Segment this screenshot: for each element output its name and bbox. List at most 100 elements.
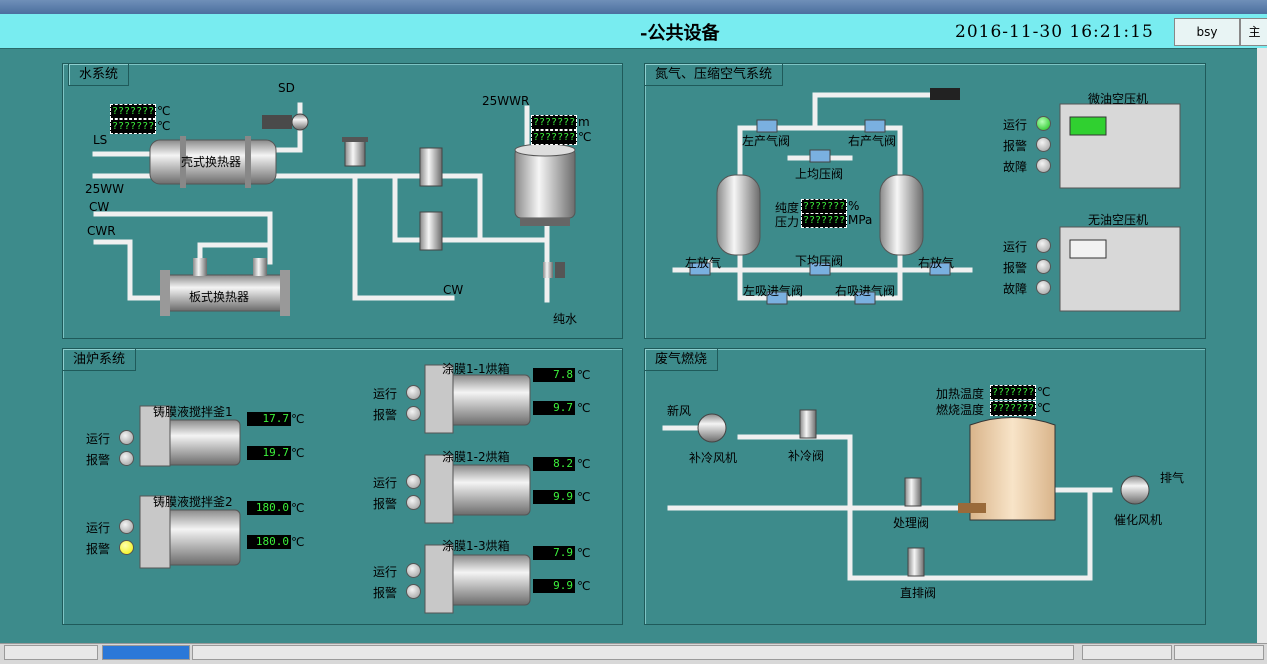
pure-water-label: 纯水: [553, 312, 578, 326]
upper-equalize-valve[interactable]: 上均压阀: [795, 167, 844, 181]
exhaust-out-label: 排气: [1160, 471, 1185, 485]
oven1-run-label: 运行: [373, 387, 398, 401]
compressor1-run-label: 运行: [1003, 118, 1028, 132]
vertical-scrollbar[interactable]: [1257, 48, 1267, 643]
task-tab-active[interactable]: [102, 645, 190, 660]
unit-c: ℃: [291, 535, 305, 549]
pressure-display: ???????: [801, 213, 848, 228]
oven2-run-lamp: [406, 474, 421, 489]
unit-c: ℃: [577, 457, 591, 471]
oven3-run-lamp: [406, 563, 421, 578]
datetime-display: 2016-11-30 16:21:15: [955, 22, 1154, 42]
pressure-unit: MPa: [848, 213, 873, 227]
water-temp2-display: ???????: [110, 119, 157, 134]
task-tab[interactable]: [1174, 645, 1264, 660]
oil-system-panel: [62, 348, 623, 625]
kettle2-alarm-lamp: [119, 540, 134, 555]
oven2-alarm-label: 报警: [373, 497, 398, 511]
burning-temp-display: ???????: [990, 401, 1037, 416]
catalytic-fan-label[interactable]: 催化风机: [1114, 513, 1163, 527]
compressor2-alarm-lamp: [1036, 259, 1051, 274]
plate-hx-label: 板式换热器: [189, 290, 250, 304]
compressor1-run-lamp: [1036, 116, 1051, 131]
task-tab[interactable]: [1082, 645, 1172, 660]
unit-c: ℃: [577, 401, 591, 415]
lower-equalize-valve[interactable]: 下均压阀: [795, 254, 844, 268]
kettle1-alarm-label: 报警: [86, 453, 111, 467]
pressure-label: 压力: [775, 215, 800, 229]
oven1-run-lamp: [406, 385, 421, 400]
oil-system-title: 油炉系统: [62, 348, 137, 371]
main-menu-button[interactable]: 主: [1240, 18, 1267, 46]
wwr-label: 25WWR: [482, 94, 530, 108]
compressor1-alarm-lamp: [1036, 137, 1051, 152]
ww-label: 25WW: [85, 182, 124, 196]
right-vent-valve[interactable]: 右放气: [918, 256, 955, 270]
oven2-alarm-lamp: [406, 495, 421, 510]
purity-label: 纯度: [775, 201, 800, 215]
left-vent-valve[interactable]: 左放气: [685, 256, 722, 270]
user-button[interactable]: bsy: [1174, 18, 1240, 46]
unit-c: ℃: [291, 446, 305, 460]
unit-c: ℃: [291, 501, 305, 515]
gas-system-panel: [644, 63, 1206, 339]
kettle2-run-lamp: [119, 519, 134, 534]
oven2-run-label: 运行: [373, 476, 398, 490]
water-temp1-display: ???????: [110, 104, 157, 119]
oven1-temp1: 7.8: [533, 368, 575, 382]
kettle2-run-label: 运行: [86, 521, 111, 535]
unit-c: ℃: [577, 490, 591, 504]
left-intake-valve[interactable]: 左吸进气阀: [743, 284, 804, 298]
unit-c: ℃: [157, 119, 171, 133]
burning-temp-label: 燃烧温度: [936, 403, 985, 417]
oven2-temp1: 8.2: [533, 457, 575, 471]
right-intake-valve[interactable]: 右吸进气阀: [835, 284, 896, 298]
sd-label: SD: [278, 81, 295, 95]
header-bar: [0, 14, 1267, 49]
treatment-valve-label[interactable]: 处理阀: [893, 516, 930, 530]
tank-level-display: ???????: [531, 115, 578, 130]
oven1-alarm-lamp: [406, 406, 421, 421]
cw-return-label: CW: [443, 283, 464, 297]
oven1-temp2: 9.7: [533, 401, 575, 415]
kettle1-run-label: 运行: [86, 432, 111, 446]
kettle2-alarm-label: 报警: [86, 542, 111, 556]
purity-display: ???????: [801, 199, 848, 214]
page-title: -公共设备: [640, 23, 720, 44]
window-titlebar: [0, 0, 1267, 14]
oven3-temp1: 7.9: [533, 546, 575, 560]
horizontal-scrollbar[interactable]: [192, 645, 1074, 660]
cooling-fan-label[interactable]: 补冷风机: [689, 451, 738, 465]
kettle1-name: 铸膜液搅拌釜1: [153, 405, 233, 419]
compressor2-fault-label: 故障: [1003, 282, 1028, 296]
kettle2-temp2: 180.0: [247, 535, 291, 549]
unit-m: m: [578, 115, 590, 129]
unit-c: ℃: [577, 546, 591, 560]
kettle1-temp2: 19.7: [247, 446, 291, 460]
oven1-alarm-label: 报警: [373, 408, 398, 422]
task-tab[interactable]: [4, 645, 98, 660]
compressor1-alarm-label: 报警: [1003, 139, 1028, 153]
compressor2-run-label: 运行: [1003, 240, 1028, 254]
oven3-run-label: 运行: [373, 565, 398, 579]
tank-temp-display: ???????: [531, 130, 578, 145]
unit-c: ℃: [1037, 401, 1051, 415]
kettle1-temp1: 17.7: [247, 412, 291, 426]
cooling-valve-label[interactable]: 补冷阀: [788, 449, 825, 463]
oven1-name: 涂膜1-1烘箱: [442, 362, 510, 376]
right-production-valve[interactable]: 右产气阀: [848, 134, 897, 148]
left-production-valve[interactable]: 左产气阀: [742, 134, 791, 148]
direct-valve-label[interactable]: 直排阀: [900, 586, 937, 600]
gas-system-title: 氮气、压缩空气系统: [644, 63, 784, 86]
exhaust-title: 废气燃烧: [644, 348, 719, 371]
unit-c: ℃: [577, 579, 591, 593]
kettle2-temp1: 180.0: [247, 501, 291, 515]
unit-c: ℃: [1037, 385, 1051, 399]
purity-unit: %: [848, 199, 860, 213]
cw-label: CW: [89, 200, 110, 214]
unit-c: ℃: [578, 130, 592, 144]
compressor1-fault-label: 故障: [1003, 160, 1028, 174]
exhaust-panel: [644, 348, 1206, 625]
compressor2-fault-lamp: [1036, 280, 1051, 295]
